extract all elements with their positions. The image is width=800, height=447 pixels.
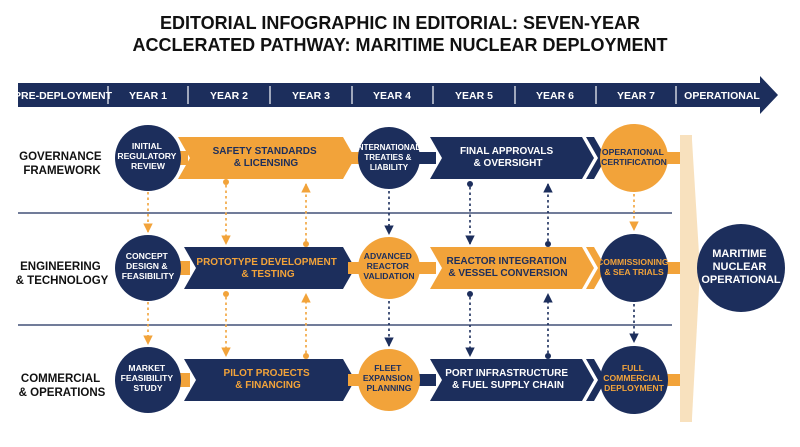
title-line-1: EDITORIAL INFOGRAPHIC IN EDITORIAL: SEVE… bbox=[160, 13, 640, 33]
svg-text:ADVANCED REACTOR V: ADVANCED REACTOR VALIDATION bbox=[363, 251, 414, 281]
svg-text:FINAL APPROVALS & OVERSI: FINAL APPROVALS & OVERSIGHT bbox=[460, 146, 556, 169]
timeline-year-6: YEAR 6 bbox=[536, 90, 574, 102]
gov-bar-final-approvals bbox=[430, 137, 594, 179]
com-circle-fleet-expansion bbox=[358, 349, 420, 411]
svg-text:PROTOTYPE DEVELOPMENT &: PROTOTYPE DEVELOPMENT & TESTING bbox=[196, 257, 339, 280]
svg-text:INITIAL REGULATORY: INITIAL REGULATORY REVIEW bbox=[117, 141, 178, 171]
timeline-year-7: YEAR 7 bbox=[617, 90, 655, 102]
svg-text:OPERATIONAL CERTIFICATIO: OPERATIONAL CERTIFICATION bbox=[601, 147, 667, 167]
com-circle-full-deployment bbox=[600, 346, 668, 414]
gov-circle-certification bbox=[600, 124, 668, 192]
timeline-year-1: YEAR 1 bbox=[129, 90, 167, 102]
svg-text:FULL COMMERCIAL DE: FULL COMMERCIAL DEPLOYMENT bbox=[603, 363, 664, 393]
timeline-operational: OPERATIONAL bbox=[684, 90, 760, 102]
gov-bar-safety bbox=[178, 137, 355, 179]
timeline-bar: PRE-DEPLOYMENT YEAR 1 YEAR 2 YEAR 3 YEAR… bbox=[14, 76, 778, 114]
svg-text:PORT INFRASTRUCTURE & FU: PORT INFRASTRUCTURE & FUEL SUPPLY CHAIN bbox=[445, 368, 571, 391]
svg-text:MARKET FEASIBILITY: MARKET FEASIBILITY STUDY bbox=[121, 363, 176, 393]
timeline-year-3: YEAR 3 bbox=[292, 90, 330, 102]
row-commercial: PILOT PROJECTS & FINANCING MARKET FEASIB… bbox=[115, 346, 680, 414]
row-label-governance: GOVERNANCE FRAMEWORK bbox=[19, 151, 105, 177]
svg-text:SAFETY STANDARDS & LICEN: SAFETY STANDARDS & LICENSING bbox=[213, 146, 320, 169]
eng-bar-reactor-integration bbox=[430, 247, 594, 289]
row-engineering: PROTOTYPE DEVELOPMENT & TESTING CONCEPT … bbox=[115, 234, 680, 302]
gov-circle-initial-review bbox=[115, 125, 181, 191]
svg-text:FLEET EXPANSION PL: FLEET EXPANSION PLANNING bbox=[363, 363, 415, 393]
eng-circle-reactor-validation bbox=[358, 237, 420, 299]
timeline-year-2: YEAR 2 bbox=[210, 90, 248, 102]
timeline-year-5: YEAR 5 bbox=[455, 90, 493, 102]
svg-text:CONCEPT DESIGN & F: CONCEPT DESIGN & FEASIBILITY bbox=[122, 251, 175, 281]
eng-circle-concept-design bbox=[115, 235, 181, 301]
timeline-pre-deployment: PRE-DEPLOYMENT bbox=[14, 90, 113, 102]
eng-bar-prototype bbox=[184, 247, 355, 289]
com-circle-market-study bbox=[115, 347, 181, 413]
eng-circle-commissioning bbox=[600, 234, 668, 302]
title-line-2: ACCLERATED PATHWAY: MARITIME NUCLEAR DEP… bbox=[133, 35, 668, 55]
convergence-funnel bbox=[680, 135, 692, 422]
com-bar-port-infrastructure bbox=[430, 359, 594, 401]
final-maritime-operational: MARITIME NUCLEAR OPERATIONAL bbox=[697, 224, 785, 312]
com-bar-pilot-projects bbox=[184, 359, 355, 401]
row-label-commercial: COMMERCIAL & OPERATIONS bbox=[19, 373, 106, 399]
row-label-engineering: ENGINEERING & TECHNOLOGY bbox=[16, 261, 109, 287]
svg-text:COMMISSIONING & SEA TRIA: COMMISSIONING & SEA TRIALS bbox=[597, 257, 671, 277]
vertical-connectors bbox=[143, 179, 639, 359]
svg-text:PILOT PROJECTS & FINANCI: PILOT PROJECTS & FINANCING bbox=[224, 368, 313, 391]
gov-circle-treaties bbox=[358, 127, 420, 189]
svg-text:INTERNATIONAL TREATIES &: INTERNATIONAL TREATIES & LIABILITY bbox=[356, 143, 423, 172]
svg-text:MARITIME NUCLEAR O: MARITIME NUCLEAR OPERATIONAL bbox=[701, 248, 781, 286]
timeline-year-4: YEAR 4 bbox=[373, 90, 411, 102]
svg-text:REACTOR INTEGRATION & VE: REACTOR INTEGRATION & VESSEL CONVERSION bbox=[447, 256, 570, 279]
row-governance: SAFETY STANDARDS & LICENSING INITIAL REG… bbox=[115, 124, 680, 192]
